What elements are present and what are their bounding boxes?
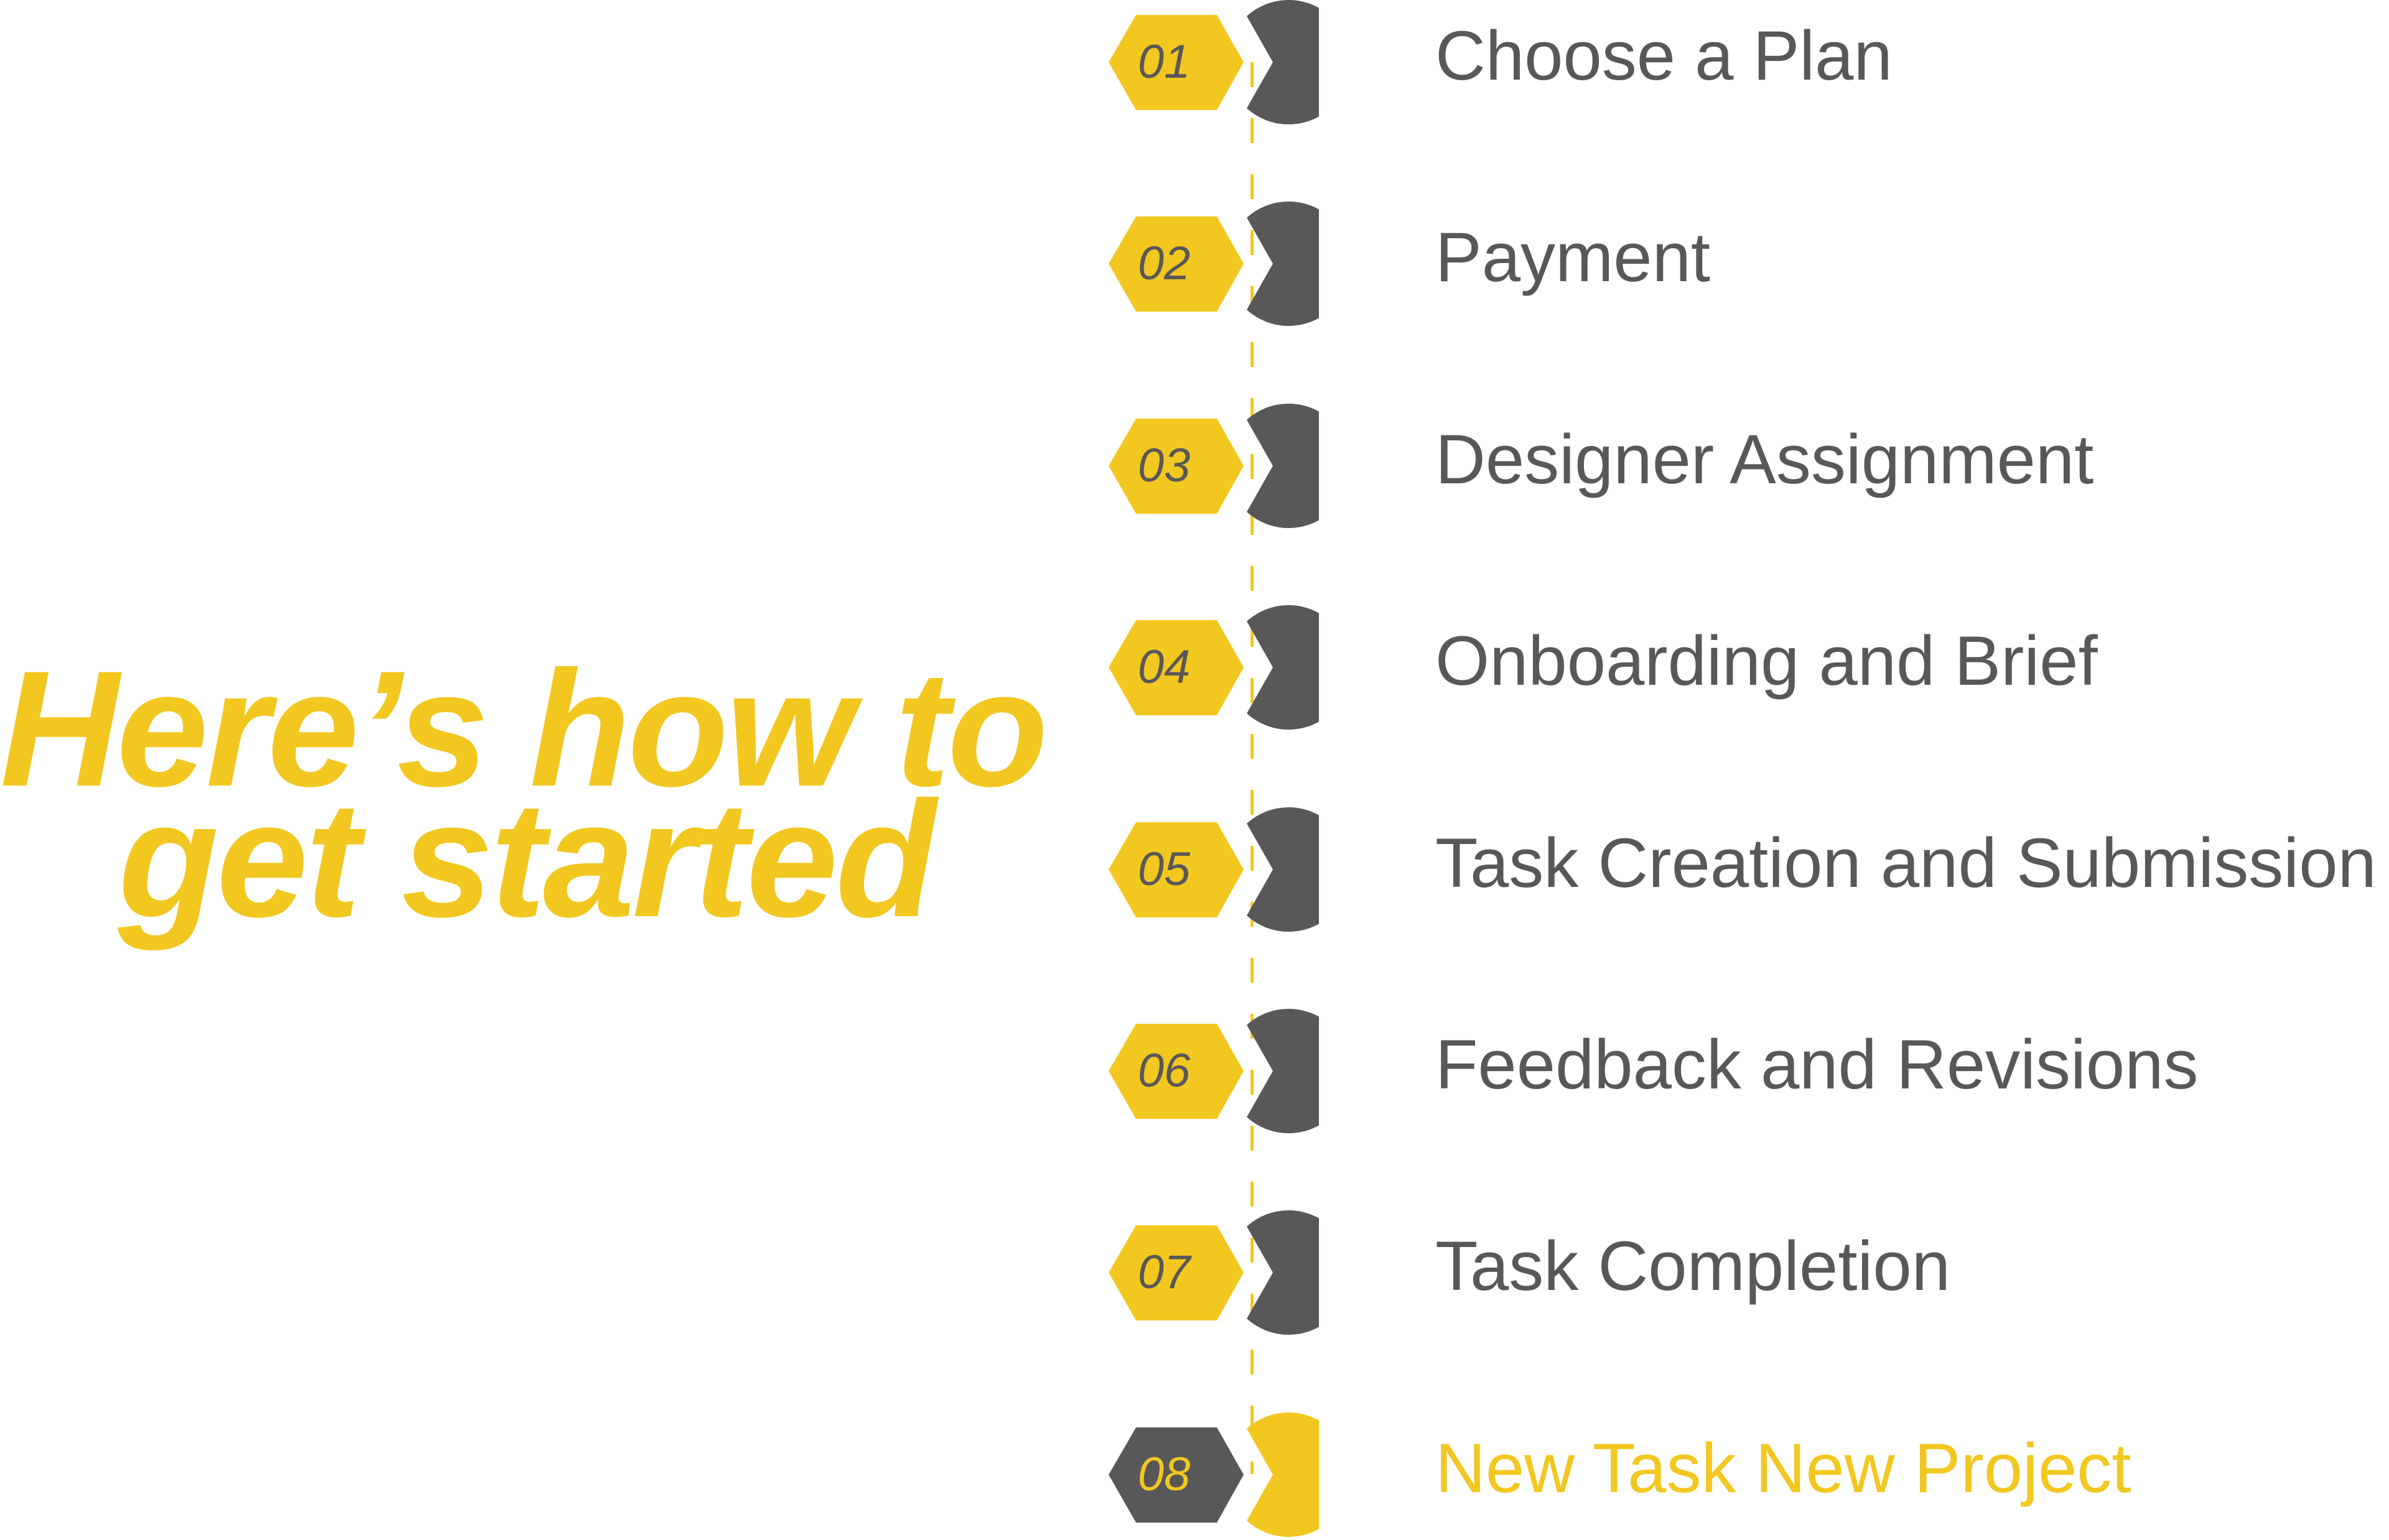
hexagon-badge xyxy=(1109,620,1244,716)
chevron-circle-icon xyxy=(1247,1210,1319,1335)
chevron-circle-icon xyxy=(1247,403,1319,528)
chevron-circle-icon xyxy=(1247,1412,1319,1537)
chevron-circle-icon xyxy=(1247,202,1319,327)
step-hexagon-icon xyxy=(1109,403,1319,528)
hexagon-badge xyxy=(1109,822,1244,917)
chevron-circle-icon xyxy=(1247,807,1319,932)
step-label: Onboarding and Brief xyxy=(1435,622,2098,700)
step-item: 02 Payment xyxy=(1095,198,2389,329)
step-item: 05 Task Creation and Submission xyxy=(1095,804,2389,935)
step-number: 03 xyxy=(1137,438,1191,492)
hexagon-badge xyxy=(1109,216,1244,312)
step-label: Task Completion xyxy=(1435,1227,1950,1306)
step-number: 06 xyxy=(1137,1044,1191,1097)
step-label: Designer Assignment xyxy=(1435,420,2094,498)
step-label: Task Creation and Submission xyxy=(1435,823,2377,902)
step-label: Payment xyxy=(1435,218,1710,297)
step-item: 03 Designer Assignment xyxy=(1095,401,2389,531)
step-label: Choose a Plan xyxy=(1435,17,1893,95)
step-hexagon-icon xyxy=(1109,1412,1319,1537)
hexagon-badge xyxy=(1109,1427,1244,1523)
hexagon-badge xyxy=(1109,418,1244,514)
step-hexagon-icon xyxy=(1109,1009,1319,1133)
hexagon-badge xyxy=(1109,1225,1244,1321)
heading-line-1: Here’s how to xyxy=(0,637,1048,821)
dashed-connector-line xyxy=(1250,62,1254,1474)
step-number: 02 xyxy=(1137,237,1191,290)
step-number: 07 xyxy=(1137,1246,1191,1299)
step-number: 05 xyxy=(1137,842,1191,896)
step-hexagon-icon xyxy=(1109,807,1319,932)
step-item: 06 Feedback and Revisions xyxy=(1095,1006,2389,1136)
step-hexagon-icon xyxy=(1109,1210,1319,1335)
step-number: 01 xyxy=(1137,35,1191,88)
heading-line-2: get started xyxy=(118,768,936,952)
step-number: 04 xyxy=(1137,641,1191,694)
step-item: 07 Task Completion xyxy=(1095,1207,2389,1338)
hexagon-badge xyxy=(1109,15,1244,110)
step-item: 08 New Task New Project xyxy=(1095,1409,2389,1540)
step-label: Feedback and Revisions xyxy=(1435,1026,2199,1103)
step-label: New Task New Project xyxy=(1435,1429,2131,1507)
chevron-circle-icon xyxy=(1247,0,1319,124)
step-number: 08 xyxy=(1137,1447,1191,1501)
step-item: 01 Choose a Plan xyxy=(1095,0,2389,128)
step-hexagon-icon xyxy=(1109,0,1319,124)
chevron-circle-icon xyxy=(1247,605,1319,730)
step-item: 04 Onboarding and Brief xyxy=(1095,602,2389,733)
hexagon-badge xyxy=(1109,1024,1244,1119)
step-hexagon-icon xyxy=(1109,202,1319,327)
step-hexagon-icon xyxy=(1109,605,1319,730)
chevron-circle-icon xyxy=(1247,1009,1319,1133)
